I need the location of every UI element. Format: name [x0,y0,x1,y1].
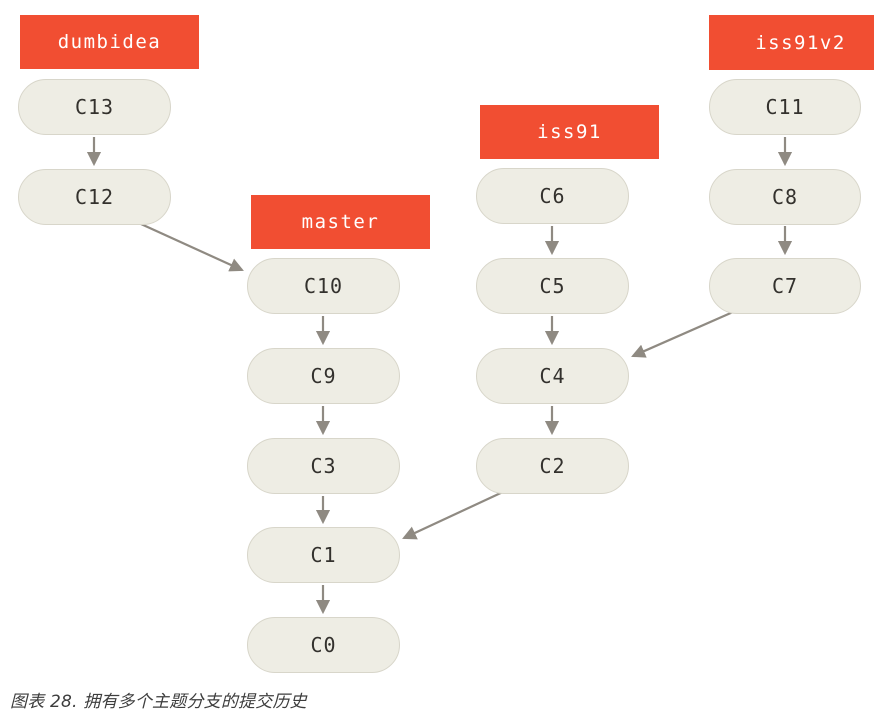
arrow-c7-to-c4 [631,310,734,358]
commit-node-c8: C8 [709,169,861,225]
commit-node-c2: C2 [476,438,629,494]
commit-node-c9: C9 [247,348,400,404]
commit-node-c4: C4 [476,348,629,404]
commit-node-c13: C13 [18,79,171,135]
branch-label-iss91: iss91 [480,105,659,159]
branch-label-dumbidea: dumbidea [20,15,199,69]
commit-node-c7: C7 [709,258,861,314]
commit-node-c6: C6 [476,168,629,224]
arrow-c12-to-c10 [129,217,244,272]
commit-node-c12: C12 [18,169,171,225]
figure-caption: 图表 28. 拥有多个主题分支的提交历史 [10,692,307,712]
commit-node-c0: C0 [247,617,400,673]
commit-node-c5: C5 [476,258,629,314]
commit-node-c1: C1 [247,527,400,583]
arrow-c2-to-c1 [402,490,506,540]
branch-label-iss91v2: iss91v2 [709,15,874,70]
commit-node-c10: C10 [247,258,400,314]
branch-label-master: master [251,195,430,249]
commit-node-c11: C11 [709,79,861,135]
commit-node-c3: C3 [247,438,400,494]
